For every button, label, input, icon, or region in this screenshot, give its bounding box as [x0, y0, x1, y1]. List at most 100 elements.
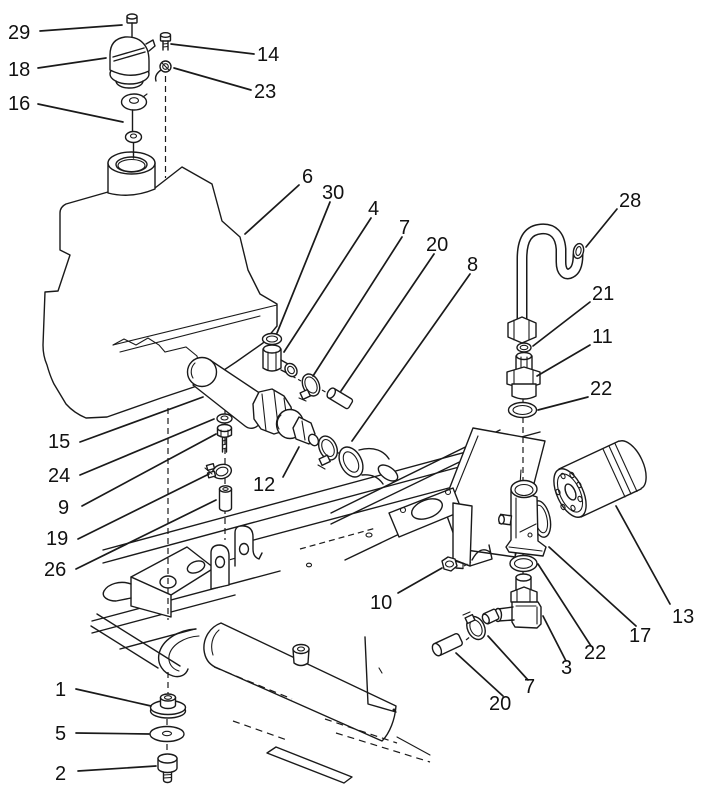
frame-weld-nut: [292, 643, 310, 667]
leader-line: [532, 301, 591, 347]
suction-tube: [507, 223, 585, 344]
leader-line: [75, 499, 217, 570]
callout-label: 23: [254, 81, 276, 103]
hose-clamp: [462, 611, 486, 641]
callout-label: 5: [55, 723, 66, 745]
leader-line: [77, 473, 210, 540]
callout-label: 20: [489, 693, 511, 715]
callout-layer: 2918161423630472082821112215249192612101…: [8, 22, 694, 785]
tank-mount-hardware: [149, 693, 187, 784]
leader-line: [615, 505, 671, 605]
callout-label: 21: [592, 283, 614, 305]
fuel-line-stub: [326, 387, 354, 410]
fuel-hose: [338, 446, 399, 485]
cap-assembly: [109, 13, 172, 159]
leader-line: [536, 344, 591, 377]
callout-label: 12: [253, 474, 275, 496]
leader-line: [37, 57, 107, 69]
cap-screw: [159, 32, 172, 51]
sealing-washer: [261, 332, 283, 346]
frame-structure: [90, 427, 546, 784]
callout-label: 24: [48, 465, 70, 487]
hose-clamp: [298, 373, 321, 402]
mount-bolt: [441, 556, 465, 572]
callout-label: 26: [44, 559, 66, 581]
callout-label: 13: [672, 606, 694, 628]
hose-clamp: [317, 435, 339, 470]
sealing-washer: [509, 554, 538, 573]
leader-line: [585, 208, 618, 248]
callout-label: 14: [257, 44, 279, 66]
callout-label: 7: [399, 217, 410, 239]
fuel-cap: [109, 36, 156, 89]
fuel-tank: [42, 151, 278, 419]
callout-label: 9: [58, 497, 69, 519]
leader-line: [282, 446, 300, 478]
leader-line: [173, 67, 252, 91]
leader-line: [487, 635, 529, 681]
leader-line: [81, 433, 217, 507]
callout-label: 20: [426, 234, 448, 256]
filter-and-lines: [431, 223, 647, 657]
leader-line: [542, 615, 567, 662]
filler-neck: [107, 151, 156, 196]
fuel-line-stub: [431, 633, 463, 657]
hex-bolt: [216, 423, 233, 453]
leader-line: [537, 563, 592, 647]
callout-label: 1: [55, 679, 66, 701]
callout-label: 30: [322, 182, 344, 204]
leader-line: [79, 418, 215, 476]
frame-bracket: [388, 487, 463, 538]
tank-outlet-fittings: [261, 332, 399, 485]
callout-label: 22: [590, 378, 612, 400]
leader-line: [455, 652, 504, 697]
callout-label: 6: [302, 166, 313, 188]
callout-label: 7: [524, 676, 535, 698]
leader-line: [537, 396, 589, 411]
pinch-clamp: [204, 462, 233, 480]
leader-line: [548, 546, 637, 627]
leader-line: [397, 567, 443, 594]
o-ring: [516, 342, 532, 353]
drain-elbow: [493, 573, 542, 629]
leader-line: [351, 273, 471, 442]
retainer-clip: [154, 60, 172, 82]
frame-cross-tube: [203, 622, 397, 742]
callout-label: 4: [368, 198, 379, 220]
hose-nipple: [481, 608, 500, 625]
mount-bolt: [157, 753, 178, 784]
union-fitting: [506, 351, 541, 400]
gasket-washer-set: [120, 93, 148, 159]
bushing-fitting: [275, 408, 320, 447]
callout-label: 10: [370, 592, 392, 614]
callout-label: 3: [561, 657, 572, 679]
callout-label: 28: [619, 190, 641, 212]
flat-washer: [216, 413, 233, 424]
elbow-fitting: [262, 344, 298, 378]
leader-line: [244, 184, 300, 235]
callout-label: 15: [48, 431, 70, 453]
sealing-washer: [507, 401, 538, 419]
leader-line: [276, 201, 331, 334]
leader-line: [37, 103, 124, 123]
callout-label: 18: [8, 59, 30, 81]
grommet: [149, 693, 187, 719]
spacer: [218, 485, 233, 512]
tube-nut: [507, 316, 537, 344]
callout-label: 22: [584, 642, 606, 664]
leader-line: [170, 43, 255, 55]
left-hardware-column: [204, 413, 233, 512]
callout-label: 8: [467, 254, 478, 276]
leader-line: [75, 732, 150, 735]
callout-label: 19: [46, 528, 68, 550]
callout-label: 11: [592, 326, 613, 348]
callout-label: 29: [8, 22, 30, 44]
leader-line: [340, 253, 435, 392]
leader-line: [75, 688, 152, 707]
oil-filter: [553, 440, 647, 518]
filter-head: [498, 479, 552, 557]
callout-label: 2: [55, 763, 66, 785]
leader-line: [283, 217, 372, 353]
